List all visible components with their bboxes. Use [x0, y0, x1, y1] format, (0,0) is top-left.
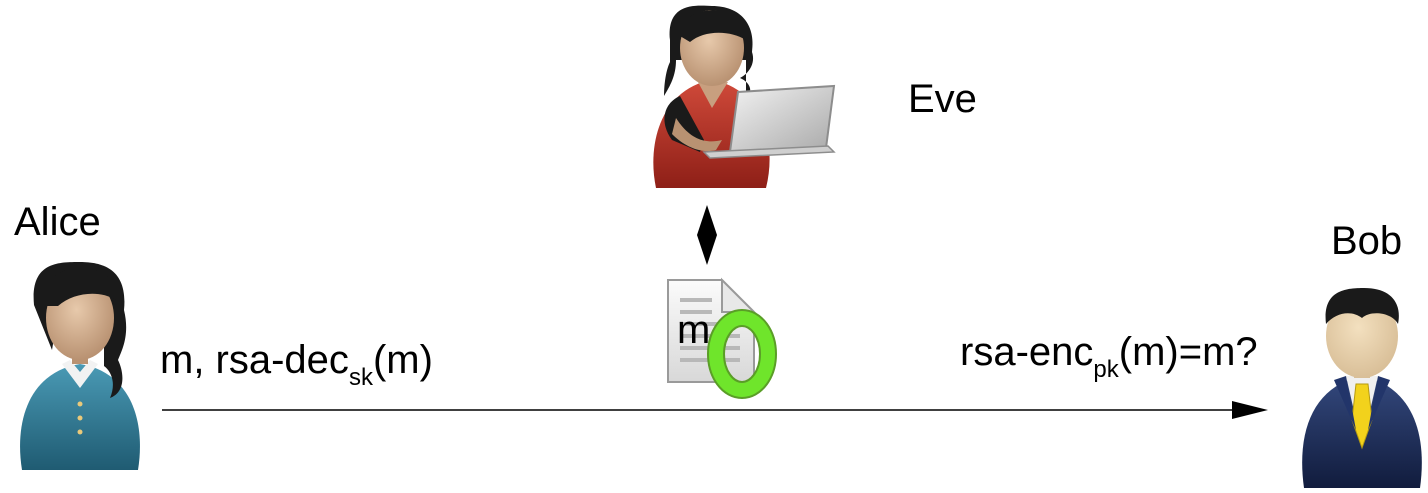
eve-icon	[653, 5, 836, 188]
signed-message-tail: (m)	[372, 338, 433, 382]
signed-message-main: m, rsa-dec	[160, 338, 349, 382]
alice-icon	[20, 262, 140, 470]
alice-to-bob-arrow	[162, 401, 1268, 419]
eve-eavesdrop-arrow	[697, 205, 717, 265]
bob-label: Bob	[1331, 219, 1403, 263]
signed-message-subscript: sk	[348, 364, 373, 391]
verification-tail: (m)=m?	[1118, 330, 1258, 374]
verification-subscript: pk	[1093, 356, 1119, 383]
verification-main: rsa-enc	[960, 330, 1094, 374]
signed-message-label: m, rsa-decsk(m)	[160, 338, 433, 390]
alice-label: Alice	[14, 200, 101, 244]
verification-label: rsa-encpk(m)=m?	[960, 330, 1258, 382]
document-letter: m	[677, 308, 711, 352]
eve-label: Eve	[908, 77, 977, 121]
bob-icon	[1302, 288, 1422, 488]
